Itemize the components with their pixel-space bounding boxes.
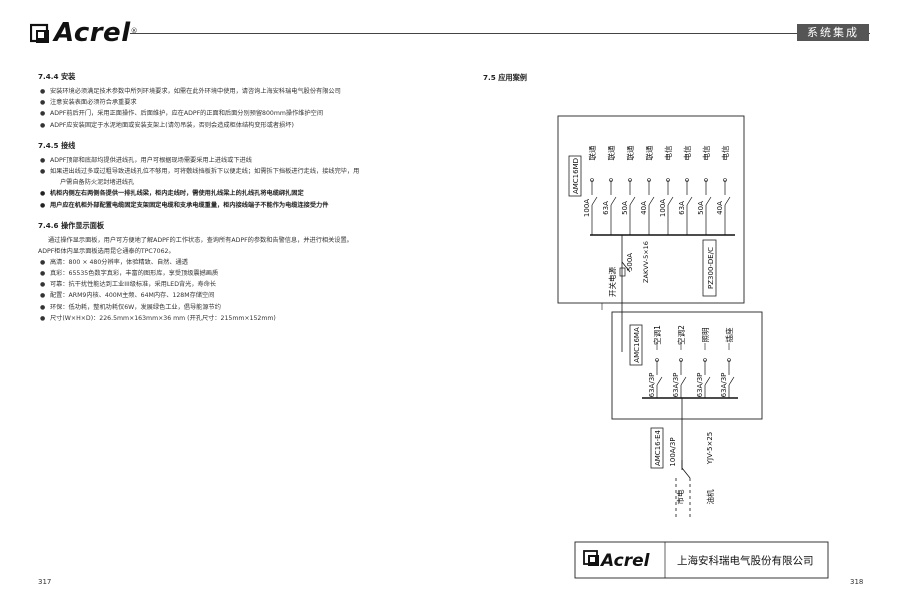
e4-cable-spec: YJV-5×25 xyxy=(706,432,714,465)
left-column: 7.4.4 安装 安装环境必须满足技术参数中所列环境要求，如需在此外环境中使用，… xyxy=(38,72,443,324)
section-tag: 系统集成 xyxy=(797,24,869,41)
list-item: 用户应在机柜外部配置电缆固定支架固定电缆和支承电缆重量，柜内接线端子不能作为电缆… xyxy=(38,200,443,211)
footer-logo-mark-icon xyxy=(583,550,599,566)
pz300-label-box xyxy=(702,239,717,297)
list-item: 安装环境必须满足技术参数中所列环境要求，如需在此外环境中使用，请咨询上海安科瑞电… xyxy=(38,86,443,97)
md-feeder-rating: 63A xyxy=(602,201,610,215)
md-feeder-load: 联通 xyxy=(606,145,616,160)
section-title-745: 7.4.5 接线 xyxy=(38,140,76,150)
install-list: 安装环境必须满足技术参数中所列环境要求，如需在此外环境中使用，请咨询上海安科瑞电… xyxy=(38,86,443,131)
source-genset: 油机 xyxy=(705,489,715,504)
header-rule xyxy=(130,33,870,34)
md-feeder-load: 联通 xyxy=(625,145,635,160)
md-feeders: 100A联通63A联通50A联通40A联通100A电信63A电信50A电信40A… xyxy=(583,145,731,235)
list-item: ADPF应安装固定于水泥地面或安装支架上(请勿吊装，否则会造成柜体结构变形或者损… xyxy=(38,120,443,131)
ma-feeder-rating: 63A/3P xyxy=(672,373,680,398)
md-feeder-load: 电信 xyxy=(663,145,673,160)
ma-feeder-load: 插座 xyxy=(724,327,734,342)
amc16e4-label-box xyxy=(650,427,664,469)
page-number-left: 317 xyxy=(38,578,52,586)
section-title-744: 7.4.4 安装 xyxy=(38,72,76,81)
md-feeder: 50A 联通 xyxy=(621,145,636,235)
company-name: 上海安科瑞电气股份有限公司 xyxy=(677,554,814,567)
ma-feeders: 63A/3P 空调1 63A/3P 空调2 63A/3P 照明 63A/3P 插座 xyxy=(648,325,735,398)
panel-list: 高清：800 × 480分辨率，体验精致、自然、通透 真彩：65535色数字真彩… xyxy=(38,257,443,324)
ma-feeder: 63A/3P 空调2 xyxy=(672,325,687,398)
page-number-right: 318 xyxy=(850,578,864,586)
md-feeder-rating: 100A xyxy=(583,199,591,217)
pz300-label: PZ300-DE/C xyxy=(707,247,715,289)
amc16ma-label-box xyxy=(629,324,643,366)
main-cable-spec: ZAKVV-5×16 xyxy=(642,241,650,283)
main-feeder-label: 开关电源 xyxy=(607,267,617,297)
ma-feeder: 63A/3P 照明 xyxy=(696,328,711,398)
md-feeder-rating: 100A xyxy=(659,199,667,217)
md-feeder-rating: 40A xyxy=(640,201,648,215)
list-item: 环保：低功耗，整机功耗仅6W，发展绿色工业，倡导能源节约 xyxy=(38,302,443,313)
ma-feeder: 63A/3P 空调1 xyxy=(648,325,663,398)
list-item: ADPF顶部和底部均提供进线孔，用户可根据现场需要采用上进线或下进线 xyxy=(38,155,443,166)
list-item: 配置：ARM9内核、400M主频、64M内存、128M存储空间 xyxy=(38,290,443,301)
section-title-746: 7.4.6 操作显示面板 xyxy=(38,220,105,230)
md-feeder: 40A 电信 xyxy=(716,145,731,235)
amc16ma-label: AMC16MA xyxy=(633,327,641,363)
section-title-75: 7.5 应用案例 xyxy=(483,73,527,82)
amc16md-label-box xyxy=(568,155,582,197)
amc16md-label: AMC16MD xyxy=(572,158,580,194)
company-footer-frame xyxy=(574,541,829,579)
md-feeder-load: 电信 xyxy=(720,145,730,160)
md-feeder-load: 联通 xyxy=(644,145,654,160)
panel-paragraph: ADPF柜体内显示面板选用昆仑通泰的TPC7062。 xyxy=(38,247,175,255)
source-mains: 市电 xyxy=(675,489,685,504)
acrel-logo-mark-icon xyxy=(30,23,49,43)
md-feeder-rating: 50A xyxy=(697,201,705,215)
brand-name: Acrel xyxy=(54,18,131,48)
ma-feeder-load: 照明 xyxy=(701,328,710,343)
ma-feeder-rating: 63A/3P xyxy=(720,373,728,398)
ma-feeder-rating: 63A/3P xyxy=(648,373,656,398)
amc16e4-label: AMC16-E4 xyxy=(654,429,662,466)
panel-paragraph: 通过操作显示面板，用户可方便地了解ADPF的工作状态，查询所有ADPF的参数和告… xyxy=(48,236,353,244)
acrel-logo: Acrel ® xyxy=(30,18,138,48)
list-item: 机柜内侧左右两侧各提供一排扎线梁，柜内走线时，需使用扎线梁上的扎线孔将电缆绑扎固… xyxy=(38,188,443,199)
md-feeder: 40A 联通 xyxy=(640,145,655,235)
md-feeder-load: 电信 xyxy=(682,145,692,160)
e4-rating: 100A/3P xyxy=(669,437,677,466)
md-feeder: 63A 联通 xyxy=(602,145,617,235)
footer-brand: Acrel xyxy=(599,551,651,571)
wiring-list: ADPF顶部和底部均提供进线孔，用户可根据现场需要采用上进线或下进线 如果进出线… xyxy=(38,155,443,211)
ma-feeder-load: 空调1 xyxy=(652,325,662,345)
md-feeder-rating: 50A xyxy=(621,201,629,215)
ma-feeder-rating: 63A/3P xyxy=(696,373,704,398)
md-feeder: 63A 电信 xyxy=(678,145,693,235)
list-item: 尺寸(W×H×D)：226.5mm×163mm×36 mm (开孔尺寸：215m… xyxy=(38,313,443,324)
list-item: 高清：800 × 480分辨率，体验精致、自然、通透 xyxy=(38,257,443,268)
page-header: Acrel ® 系统集成 xyxy=(0,0,900,50)
md-feeder-rating: 63A xyxy=(678,201,686,215)
md-feeder-load: 联通 xyxy=(587,145,597,160)
md-feeder: 100A 联通 xyxy=(583,145,598,235)
amc16ma-frame xyxy=(611,311,763,420)
list-item: 如果进出线过多或过粗导致进线孔位不够用，可将敷线挡板拆下以便走线；如需拆下挡板进… xyxy=(38,166,443,177)
list-item: 真彩：65535色数字真彩，丰富的图形库，享受顶级震撼画质 xyxy=(38,268,443,279)
list-item: 可靠：抗干扰性能达到工业III级标准，采用LED背光，寿命长 xyxy=(38,279,443,290)
main-breaker-rating: 500A xyxy=(626,253,634,271)
md-feeder-rating: 40A xyxy=(716,201,724,215)
amc16md-frame xyxy=(557,115,745,304)
md-feeder: 100A 电信 xyxy=(659,145,674,235)
ma-feeder-load: 空调2 xyxy=(676,325,686,345)
md-feeder-load: 电信 xyxy=(701,145,711,160)
registered-mark: ® xyxy=(130,27,138,35)
ma-feeder: 63A/3P 插座 xyxy=(720,327,735,398)
list-item: 注意安装表面必须符合承重要求 xyxy=(38,97,443,108)
list-item: ADPF前后开门，采用正面操作、后面维护，应在ADPF的正面和后面分别预留800… xyxy=(38,108,443,119)
md-feeder: 50A 电信 xyxy=(697,145,712,235)
list-item-continuation: 户需自备防火泥封堵进线孔 xyxy=(60,179,135,187)
